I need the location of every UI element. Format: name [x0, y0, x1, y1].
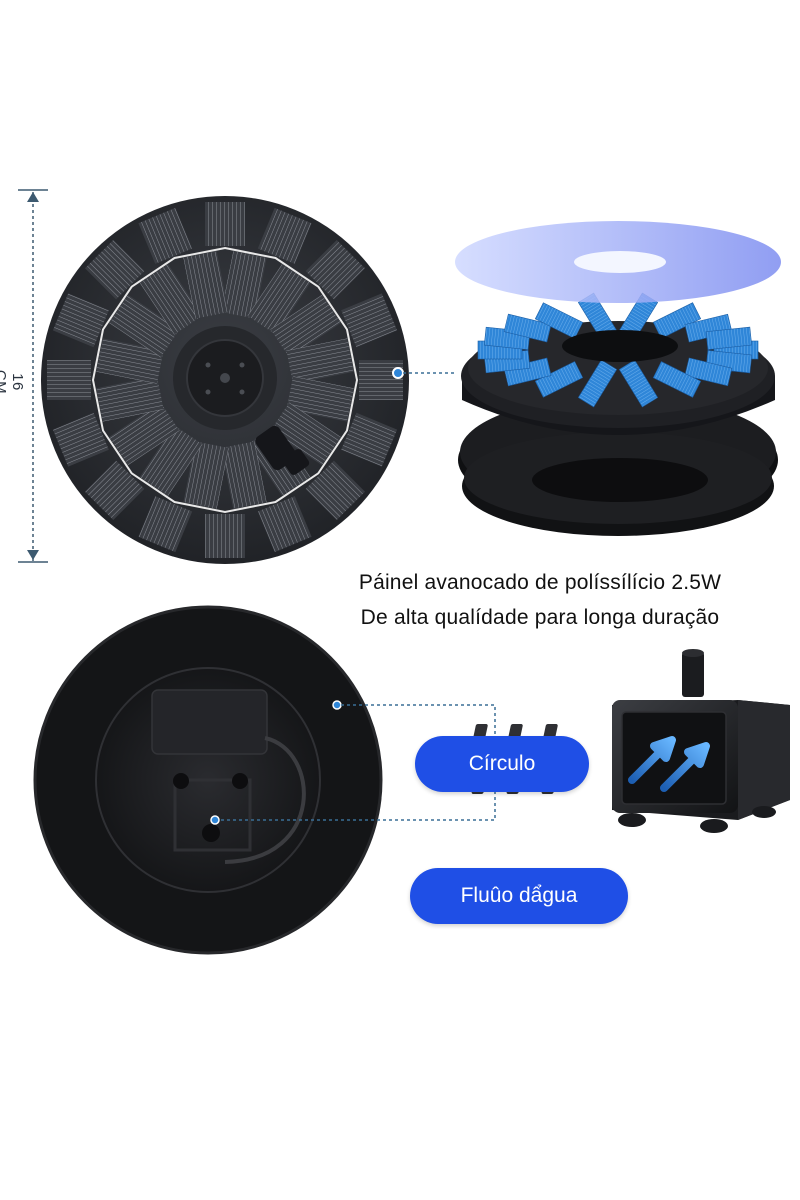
solar-cell-blue [534, 361, 584, 398]
dimension-line [18, 189, 48, 563]
solar-cell-blue [534, 302, 584, 339]
solar-cell-inner [139, 425, 203, 496]
solar-cell-blue [577, 359, 618, 408]
solar-cell-outer [257, 207, 312, 264]
solar-cell-inner [96, 338, 164, 384]
solar-panel-top-view [41, 196, 409, 564]
solar-cell-inner [286, 338, 354, 384]
solar-cell-outer [305, 460, 366, 521]
solar-panel-exploded-view [455, 221, 781, 536]
solar-cell-inner [96, 376, 164, 422]
caption-line-1: Páinel avanocado de políssílício 2.5W [358, 571, 722, 594]
dimension-label: 16 CM [0, 369, 26, 395]
solar-cell-outer [84, 239, 145, 300]
solar-cell-blue [618, 359, 659, 408]
solar-cell-inner [270, 294, 341, 358]
solar-cell-blue [684, 357, 733, 387]
solar-cell-blue [705, 326, 753, 350]
solar-fountain-bottom-view [33, 605, 383, 955]
solar-cell-outer [305, 239, 366, 300]
caption-line-2: De alta qualídade para longa duração [360, 606, 720, 629]
solar-cell-inner [270, 402, 341, 466]
solar-cell-outer [138, 496, 193, 553]
solar-cell-inner [247, 264, 311, 335]
solar-cell-inner [139, 264, 203, 335]
solar-cell-blue [503, 313, 552, 343]
solar-cell-outer [257, 496, 312, 553]
solar-cell-outer [52, 293, 109, 348]
guide-line-top [392, 367, 455, 379]
solar-cell-inner [109, 402, 180, 466]
solar-cell-inner [109, 294, 180, 358]
solar-cell-outer [341, 293, 398, 348]
circle-button[interactable]: Círculo [415, 736, 589, 792]
solar-cell-outer [205, 514, 245, 558]
solar-cell-outer [205, 202, 245, 246]
solar-cell-inner [183, 251, 229, 319]
solar-cell-outer [341, 412, 398, 467]
solar-cell-inner [221, 251, 267, 319]
solar-cell-inner [183, 441, 229, 509]
solar-cell-outer [359, 360, 403, 400]
solar-cell-inner [286, 376, 354, 422]
solar-cell-outer [138, 207, 193, 264]
solar-cell-outer [47, 360, 91, 400]
solar-cell-inner [221, 441, 267, 509]
water-flow-button[interactable]: Fluûo dẩgua [410, 868, 628, 924]
solar-cell-outer [52, 412, 109, 467]
solar-cell-outer [84, 460, 145, 521]
solar-cell-blue [652, 361, 702, 398]
solar-cell-blue [652, 302, 702, 339]
